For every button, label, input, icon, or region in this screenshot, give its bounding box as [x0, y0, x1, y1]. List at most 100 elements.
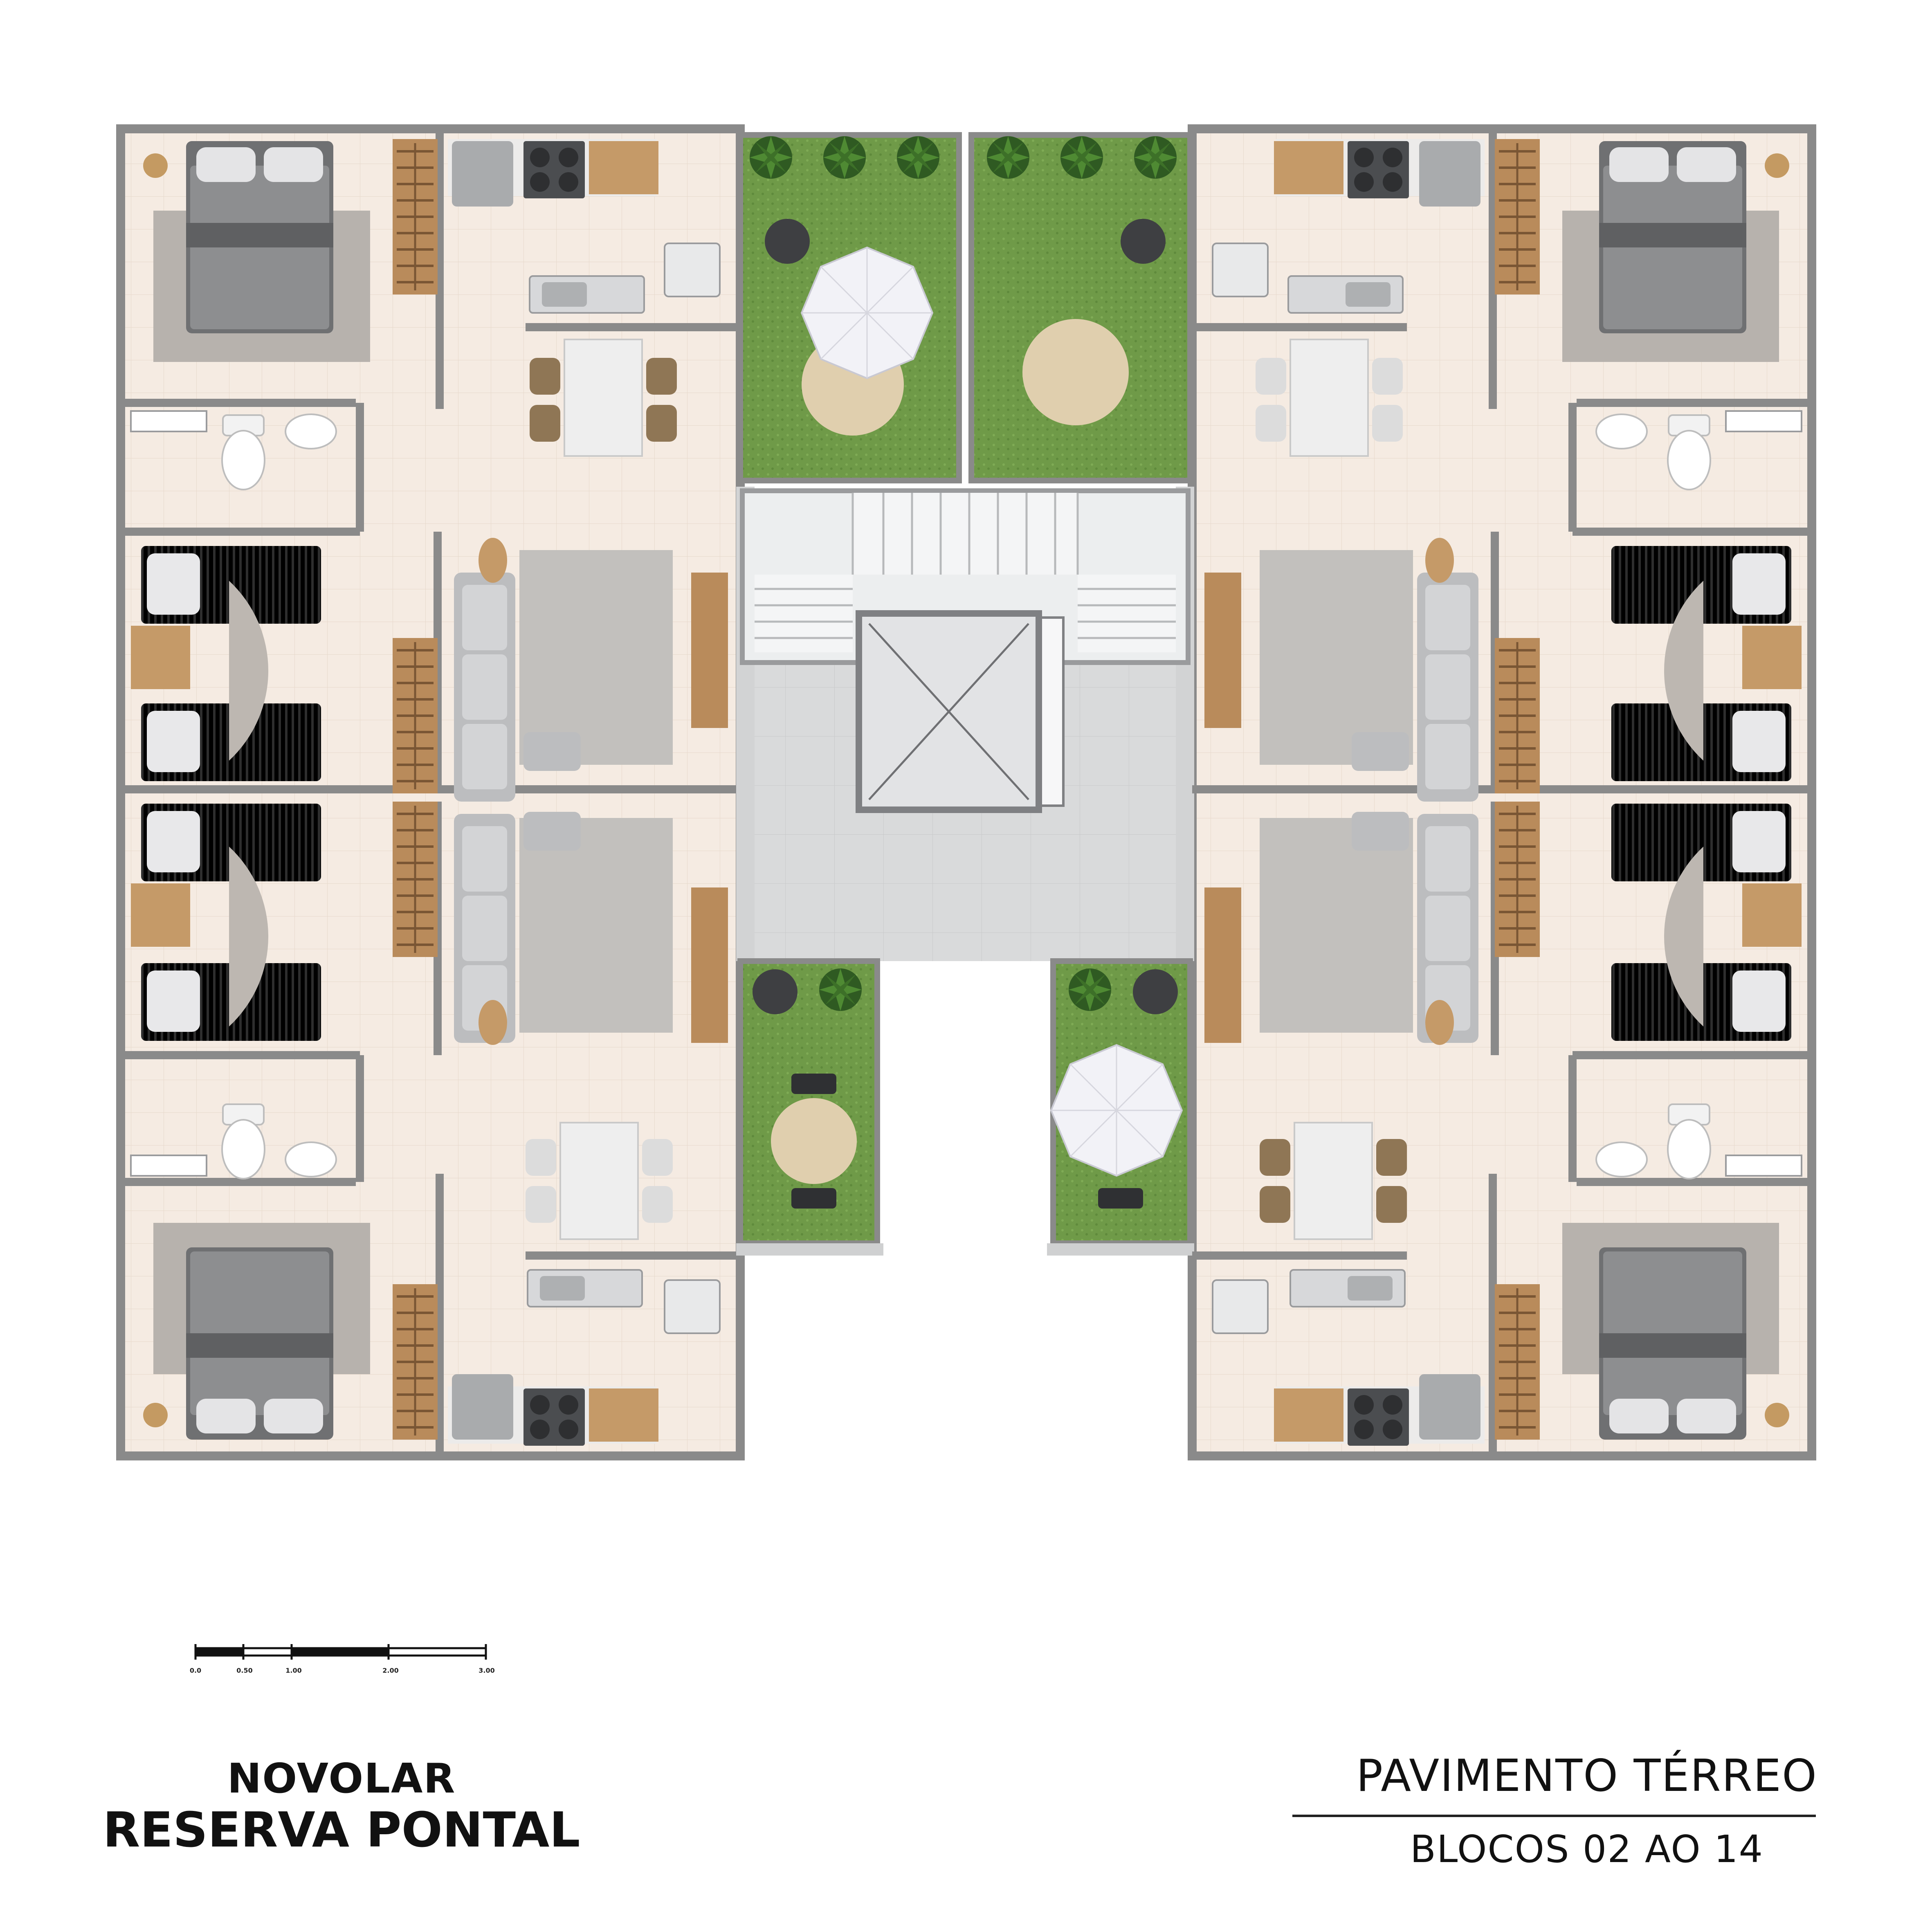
scale-tick-label: 3.00 — [479, 1667, 495, 1674]
lamp-icon — [143, 153, 168, 178]
chair — [646, 358, 677, 395]
planter-icon — [750, 136, 792, 179]
rug — [519, 550, 673, 765]
double-bed-icon — [1599, 141, 1746, 333]
nightstand — [1742, 883, 1802, 947]
toilet-icon — [221, 414, 265, 490]
washer-icon — [1212, 243, 1269, 297]
sink-icon — [527, 1269, 643, 1307]
dining-table — [1294, 1122, 1373, 1240]
planter-icon — [897, 136, 939, 179]
umbrella-icon — [1050, 1044, 1183, 1177]
brand-name: NOVOLAR — [227, 1755, 456, 1802]
cooktop-icon — [1348, 1388, 1409, 1446]
nightstand — [131, 626, 190, 689]
furniture-right — [1204, 139, 1802, 1446]
scale-tick-label: 0.0 — [189, 1667, 202, 1674]
elevator-door — [1040, 616, 1065, 807]
side-table — [1425, 538, 1454, 583]
washbasin-icon — [1595, 413, 1648, 449]
stair-flight — [853, 493, 1078, 575]
garden-top-right — [968, 132, 1193, 483]
fridge-icon — [1419, 141, 1480, 207]
garden-table — [1022, 319, 1129, 425]
wardrobe-icon — [1495, 638, 1540, 793]
lamp-icon — [1765, 1403, 1789, 1427]
wood-counter — [1274, 1388, 1343, 1442]
shower-box — [1725, 410, 1802, 432]
stair-treads — [851, 493, 1079, 575]
shower-box — [1725, 1155, 1802, 1177]
chair — [1260, 1186, 1290, 1223]
rug — [1260, 818, 1413, 1033]
umbrella-icon — [801, 247, 933, 379]
planter-icon — [1069, 968, 1111, 1011]
washbasin-icon — [1595, 1141, 1648, 1177]
elevator-cross — [868, 623, 1029, 800]
sink-icon — [1289, 1269, 1406, 1307]
grill-icon — [753, 969, 798, 1014]
shower-box — [130, 410, 207, 432]
toilet-icon — [1667, 1103, 1711, 1179]
armchair — [1352, 812, 1409, 851]
dining-table — [1289, 339, 1369, 457]
grill-icon — [765, 219, 810, 264]
armchair — [523, 812, 581, 851]
toilet-icon — [221, 1103, 265, 1179]
nightstand — [1742, 626, 1802, 689]
chair — [1376, 1139, 1407, 1176]
cooktop-icon — [1348, 141, 1409, 198]
washbasin-icon — [285, 1141, 337, 1177]
title-divider — [1292, 1815, 1816, 1817]
fridge-icon — [1419, 1374, 1480, 1440]
stair-treads — [755, 588, 853, 639]
tv-panel — [1204, 887, 1241, 1043]
planter-icon — [823, 136, 866, 179]
dining-table — [564, 339, 643, 457]
planter-icon — [1134, 136, 1177, 179]
wardrobe-icon — [393, 139, 438, 294]
chair — [642, 1186, 673, 1223]
wood-counter — [1274, 141, 1343, 194]
garden-base-right — [1047, 1243, 1194, 1256]
chair — [530, 358, 560, 395]
round-rug — [1664, 847, 1703, 1027]
grill-icon — [1121, 219, 1166, 264]
toilet-icon — [1667, 414, 1711, 490]
cooktop-icon — [523, 141, 585, 198]
stair-treads — [1078, 588, 1176, 639]
armchair — [523, 732, 581, 771]
round-rug — [1664, 581, 1703, 761]
tv-panel — [691, 573, 728, 728]
rug — [1260, 550, 1413, 765]
sofa-icon — [454, 573, 515, 802]
lamp-icon — [143, 1403, 168, 1427]
gardens — [736, 132, 1194, 1256]
walls-right — [1192, 129, 1812, 1456]
double-bed-icon — [186, 141, 333, 333]
washer-icon — [664, 243, 721, 297]
stair-flight — [1078, 575, 1176, 652]
rug — [519, 818, 673, 1033]
chair — [1376, 1186, 1407, 1223]
dining-table — [559, 1122, 639, 1240]
washer-icon — [664, 1279, 721, 1334]
chair — [530, 405, 560, 442]
wardrobe-icon — [393, 638, 438, 793]
chair — [646, 405, 677, 442]
double-bed-icon — [1599, 1247, 1746, 1440]
planter-icon — [819, 968, 862, 1011]
tv-panel — [691, 887, 728, 1043]
chair — [1256, 358, 1286, 395]
garden-table — [771, 1098, 857, 1184]
round-rug — [229, 847, 269, 1027]
cooktop-icon — [523, 1388, 585, 1446]
chair — [642, 1139, 673, 1176]
lamp-icon — [1765, 153, 1789, 178]
nightstand — [131, 883, 190, 947]
sofa-icon — [1417, 573, 1478, 802]
wood-counter — [589, 1388, 658, 1442]
garden-chair — [791, 1074, 836, 1094]
stairs-elevator — [740, 488, 1191, 813]
